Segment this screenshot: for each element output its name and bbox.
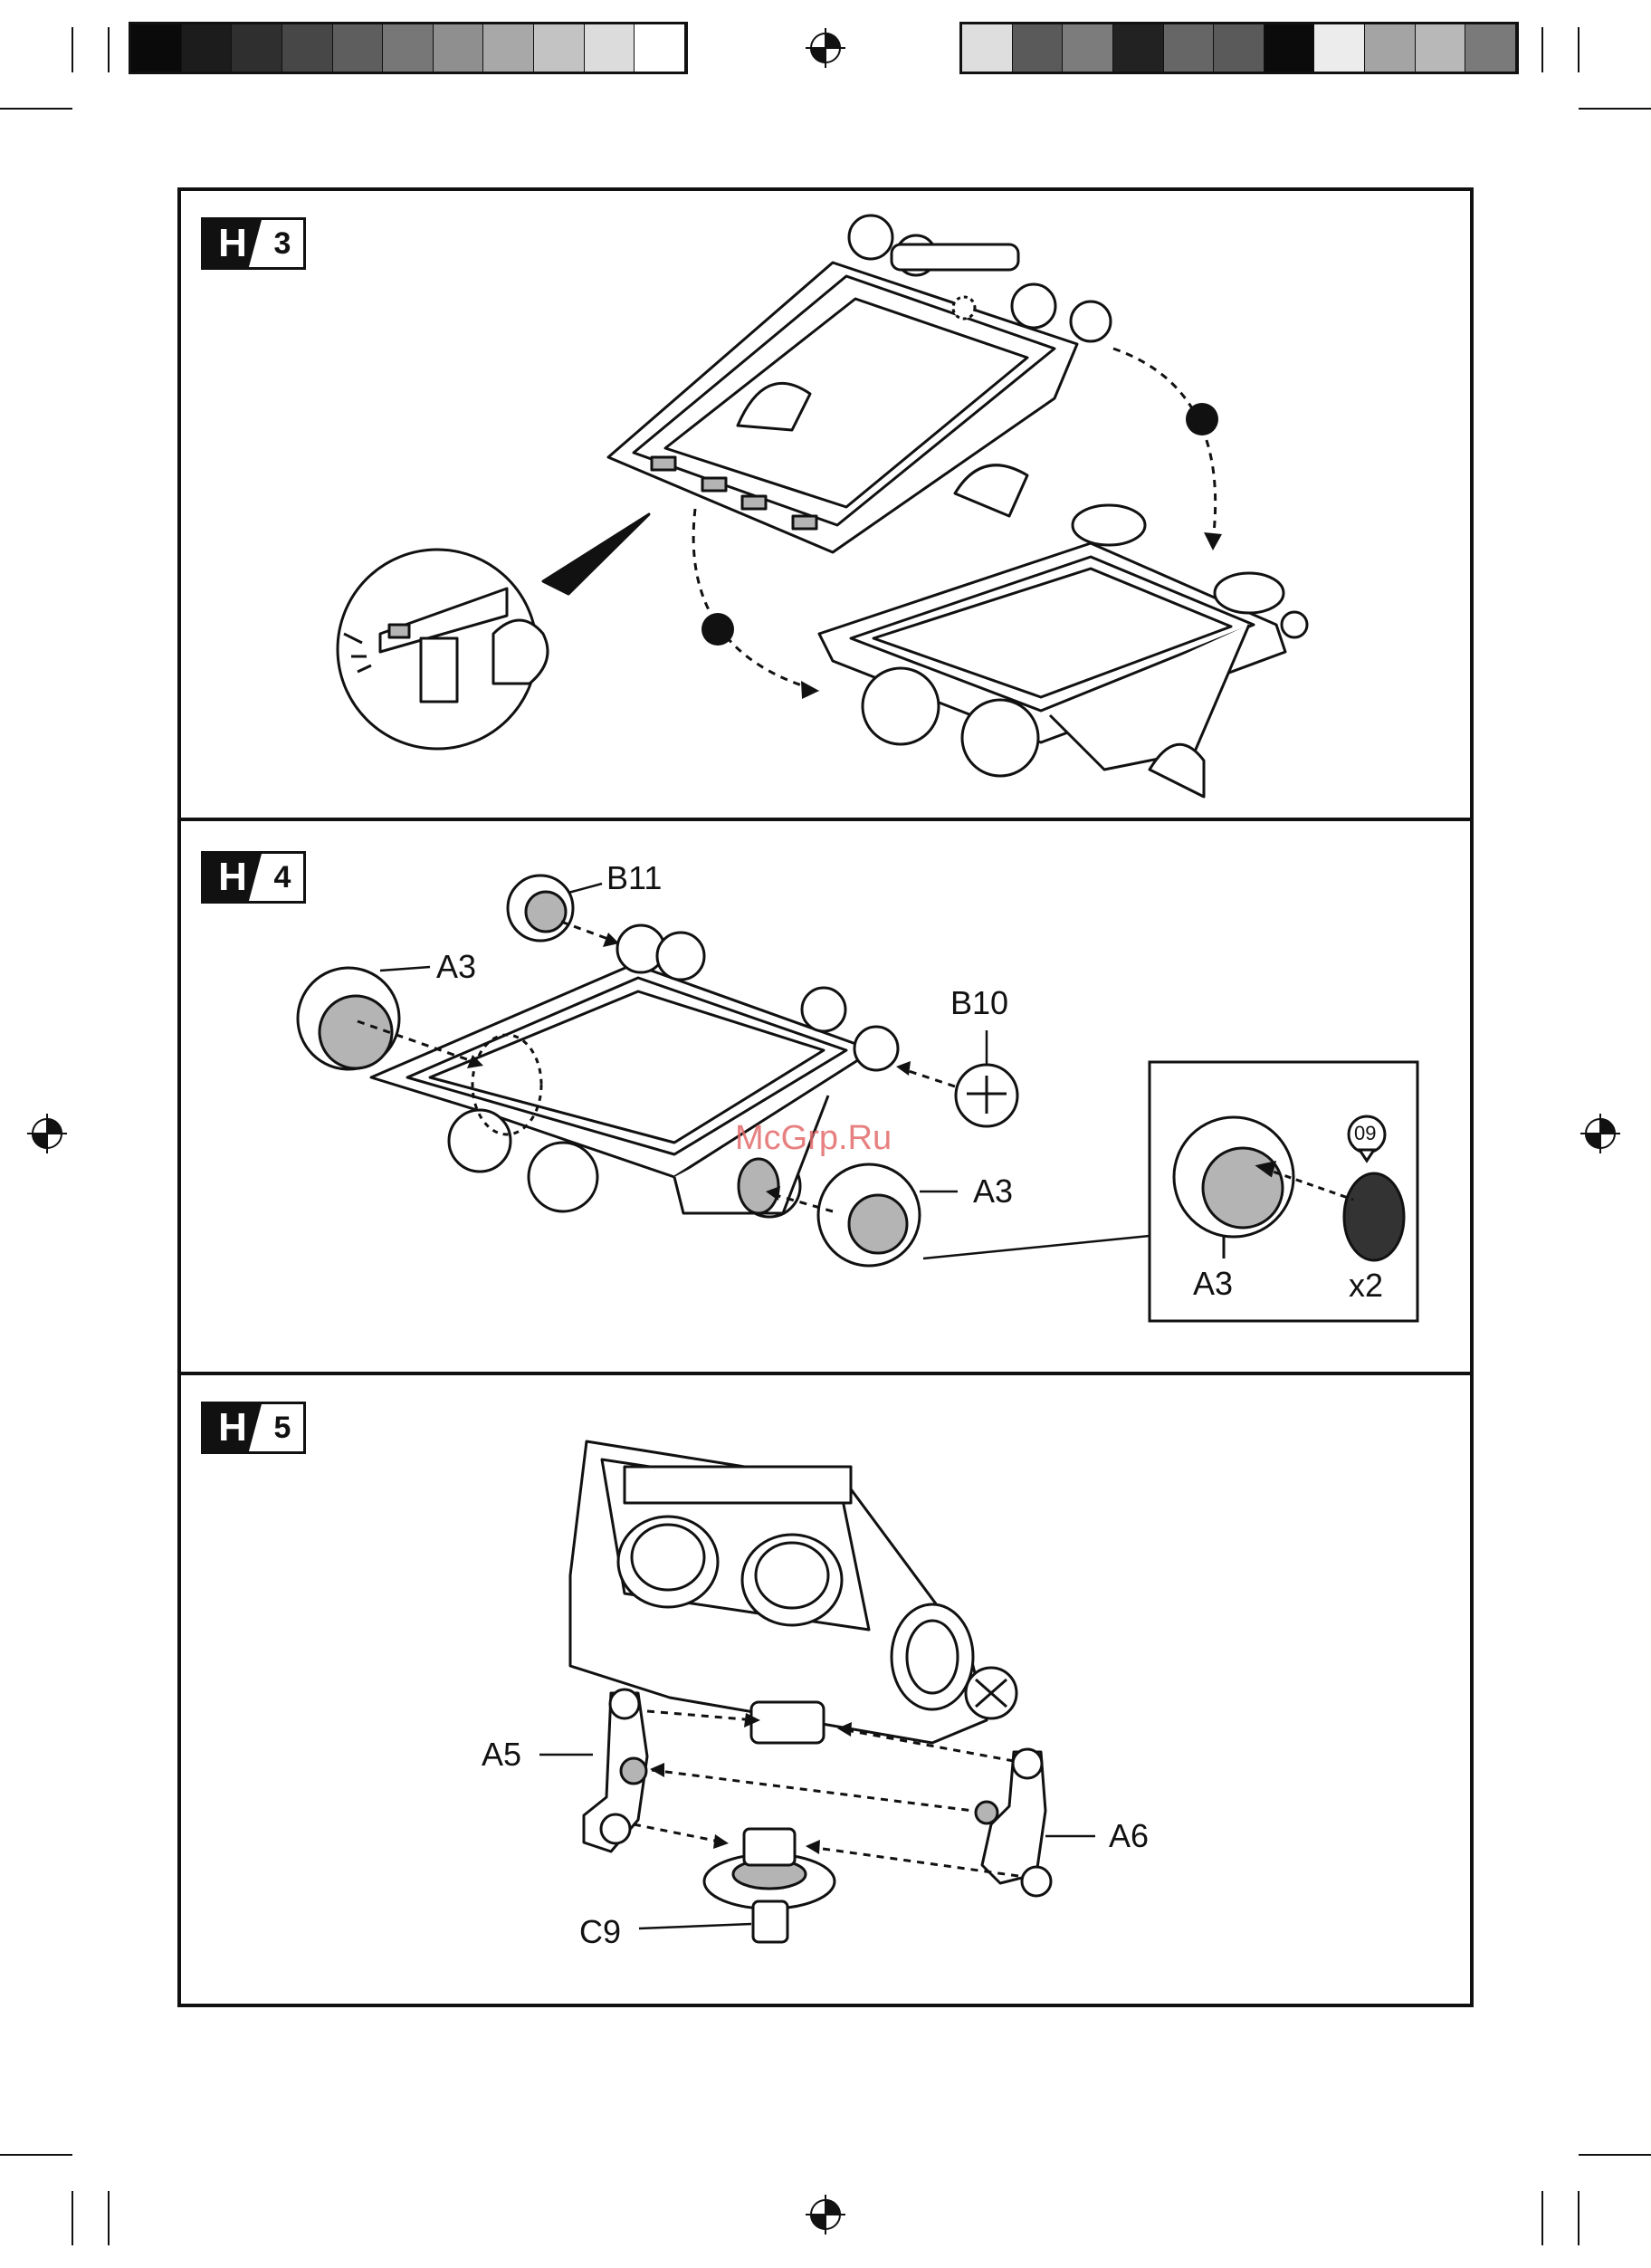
label-a6: A6 xyxy=(1109,1820,1149,1852)
label-a5: A5 xyxy=(482,1738,521,1771)
part-a6 xyxy=(976,1749,1051,1896)
part-a5 xyxy=(584,1689,647,1852)
label-c9: C9 xyxy=(579,1916,621,1948)
